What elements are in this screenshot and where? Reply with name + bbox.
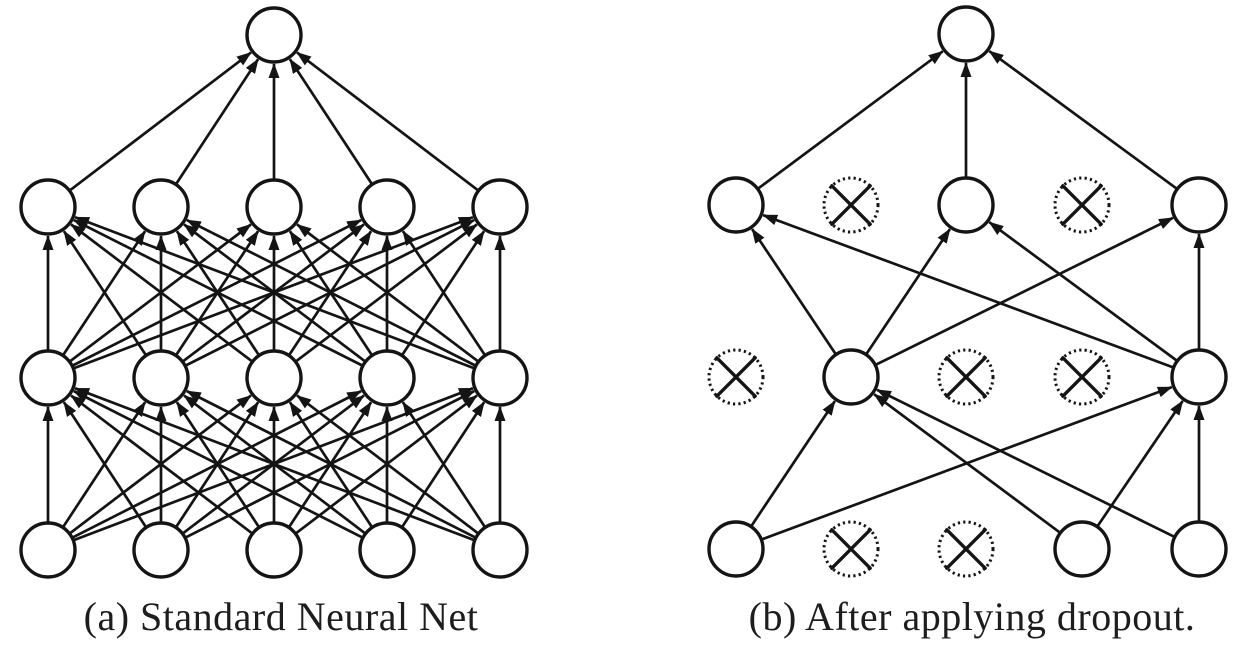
- connection-arrow: [296, 394, 479, 535]
- dropped-x-stroke: [830, 184, 872, 226]
- connection-arrow: [70, 223, 253, 363]
- connection-arrow: [762, 213, 1174, 369]
- neuron-node: [132, 521, 190, 579]
- neuron-node: [132, 178, 190, 236]
- connection-arrow: [296, 223, 479, 363]
- connection-arrow: [401, 230, 486, 356]
- dropped-x-stroke: [1061, 356, 1103, 398]
- connection-arrow: [175, 58, 260, 185]
- dropped-neuron-icon: [822, 176, 880, 234]
- connection-arrow: [1096, 400, 1184, 527]
- dropped-neuron-icon: [937, 520, 995, 578]
- neuron-node: [245, 349, 303, 407]
- connection-arrow: [865, 228, 952, 355]
- connection-arrow: [74, 215, 475, 370]
- neuron-node: [937, 5, 995, 63]
- dropout-net-connections: [750, 50, 1205, 541]
- neuron-node: [358, 349, 416, 407]
- neuron-node: [132, 349, 190, 407]
- standard-net-connections: [42, 51, 506, 542]
- connection-arrow: [288, 58, 373, 185]
- connection-arrow: [74, 387, 475, 542]
- neuron-node: [707, 176, 765, 234]
- dropped-x-stroke: [945, 356, 987, 398]
- neuron-node: [358, 178, 416, 236]
- connection-arrow: [750, 400, 837, 527]
- neuron-node: [1170, 348, 1228, 406]
- neuron-node: [471, 521, 529, 579]
- dropped-x-stroke: [715, 356, 757, 398]
- neuron-node: [1170, 520, 1228, 578]
- neuron-node: [937, 176, 995, 234]
- connection-arrow: [988, 221, 1178, 362]
- neuron-node: [358, 521, 416, 579]
- connection-arrow: [185, 389, 476, 539]
- connection-arrow: [72, 389, 363, 539]
- connection-arrow: [876, 388, 1175, 538]
- connection-arrow: [875, 216, 1174, 366]
- standard-net-diagram: [19, 6, 529, 579]
- connection-arrow: [62, 401, 147, 528]
- neuron-node: [245, 178, 303, 236]
- connection-arrow: [69, 51, 252, 192]
- dropout-net-diagram: [707, 5, 1228, 578]
- dropped-x-stroke: [1061, 184, 1103, 226]
- connection-arrow: [70, 394, 253, 535]
- neuron-node: [1170, 176, 1228, 234]
- dropped-neuron-icon: [822, 520, 880, 578]
- connection-arrow: [750, 228, 837, 355]
- neuron-node: [245, 521, 303, 579]
- connection-arrow: [62, 230, 147, 356]
- neuron-node: [707, 520, 765, 578]
- neuron-node: [822, 348, 880, 406]
- neuron-node: [471, 178, 529, 236]
- dropped-x-stroke: [945, 528, 987, 570]
- neuron-node: [1053, 520, 1111, 578]
- connection-arrow: [296, 51, 479, 192]
- caption-after-applying-dropout: (b) After applying dropout.: [748, 594, 1196, 639]
- neuron-node: [471, 349, 529, 407]
- caption-standard-neural-net: (a) Standard Neural Net: [83, 594, 479, 639]
- dropped-x-stroke: [830, 528, 872, 570]
- dropped-neuron-icon: [707, 348, 765, 406]
- dropped-neuron-icon: [937, 348, 995, 406]
- neuron-node: [19, 521, 77, 579]
- dropped-neuron-icon: [1053, 176, 1111, 234]
- connection-arrow: [401, 401, 486, 528]
- connection-arrow: [185, 218, 476, 367]
- connection-arrow: [72, 218, 363, 367]
- dropped-neuron-icon: [1053, 348, 1111, 406]
- connection-arrow: [757, 50, 944, 190]
- neuron-node: [245, 6, 303, 64]
- neuron-node: [19, 349, 77, 407]
- connection-arrow: [988, 50, 1178, 190]
- neuron-node: [19, 178, 77, 236]
- connection-arrow: [873, 393, 1061, 534]
